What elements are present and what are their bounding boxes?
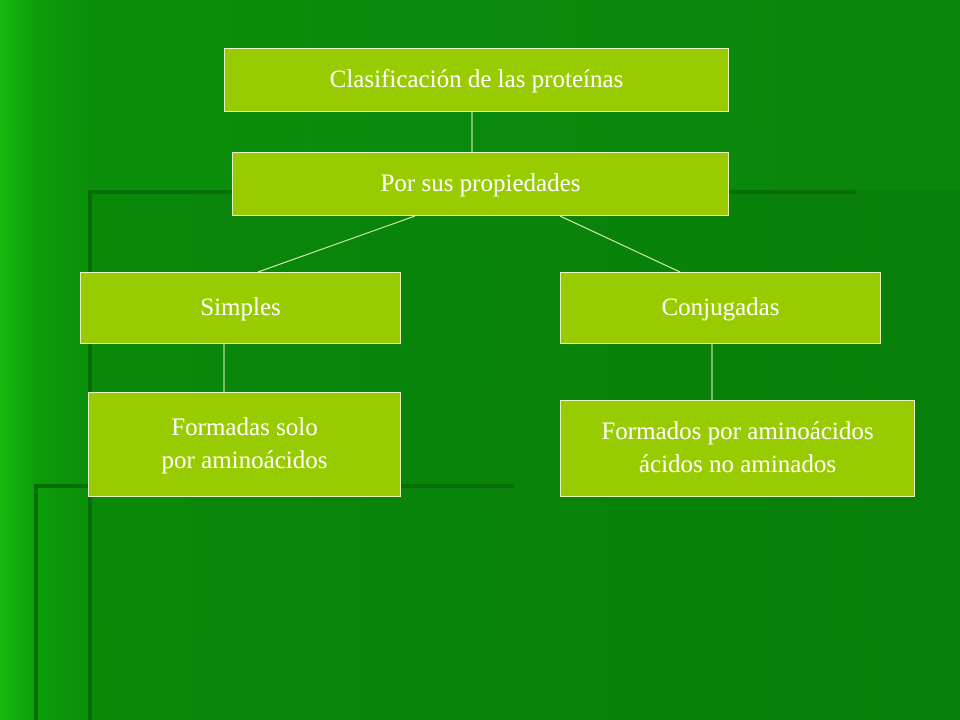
node-conjugadas: Conjugadas xyxy=(560,272,881,344)
node-conjugadas-detail: Formados por aminoácidos ácidos no amina… xyxy=(560,400,915,497)
node-root: Clasificación de las proteínas xyxy=(224,48,729,112)
node-criterion: Por sus propiedades xyxy=(232,152,729,216)
background-line-vertical-lower xyxy=(34,486,38,720)
node-simples-detail: Formadas solo por aminoácidos xyxy=(88,392,401,497)
node-simples: Simples xyxy=(80,272,401,344)
connector-criterion-conjugadas xyxy=(559,215,681,273)
connector-criterion-simples xyxy=(257,215,416,273)
